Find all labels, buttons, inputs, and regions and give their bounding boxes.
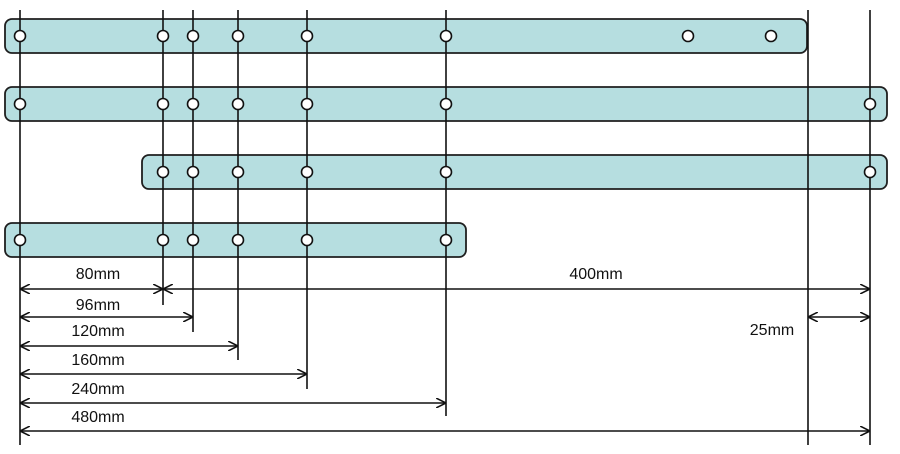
hole bbox=[156, 97, 170, 111]
hole bbox=[13, 29, 27, 43]
dimension-label-120: 120mm bbox=[71, 323, 124, 340]
hole bbox=[231, 233, 245, 247]
dimension-label-25: 25mm bbox=[750, 322, 794, 339]
hole bbox=[186, 233, 200, 247]
hole bbox=[231, 97, 245, 111]
hole bbox=[156, 165, 170, 179]
hole bbox=[13, 97, 27, 111]
hole bbox=[300, 29, 314, 43]
hole bbox=[186, 97, 200, 111]
hole bbox=[231, 165, 245, 179]
hole bbox=[439, 29, 453, 43]
hole bbox=[186, 29, 200, 43]
hole bbox=[764, 29, 778, 43]
dimension-label-96: 96mm bbox=[76, 297, 120, 314]
hole bbox=[300, 97, 314, 111]
hole bbox=[156, 233, 170, 247]
hole bbox=[13, 233, 27, 247]
bar-3 bbox=[141, 154, 888, 190]
hole bbox=[300, 165, 314, 179]
hole bbox=[863, 97, 877, 111]
hole bbox=[231, 29, 245, 43]
hole bbox=[300, 233, 314, 247]
hole bbox=[156, 29, 170, 43]
dimension-label-240: 240mm bbox=[71, 381, 124, 398]
hole bbox=[186, 165, 200, 179]
dimension-label-480: 480mm bbox=[71, 409, 124, 426]
hole bbox=[439, 233, 453, 247]
hole bbox=[439, 97, 453, 111]
bar-1 bbox=[4, 18, 808, 54]
dimension-label-400: 400mm bbox=[569, 266, 622, 283]
hole bbox=[681, 29, 695, 43]
dimension-label-80: 80mm bbox=[76, 266, 120, 283]
hole bbox=[863, 165, 877, 179]
hole bbox=[439, 165, 453, 179]
dimension-label-160: 160mm bbox=[71, 352, 124, 369]
